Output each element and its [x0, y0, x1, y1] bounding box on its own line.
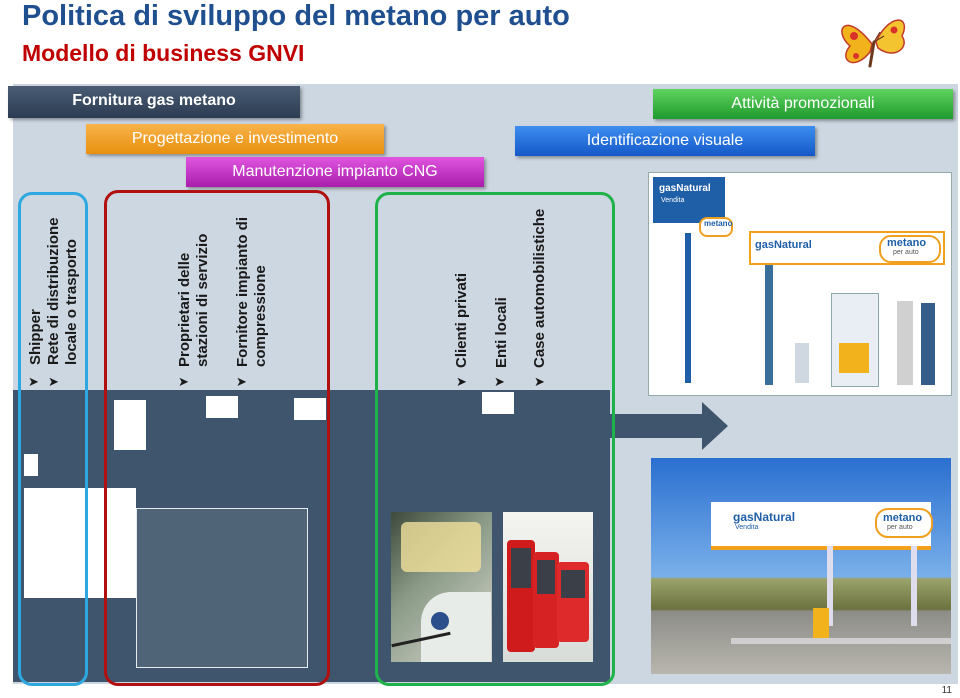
fornitura-gas-bar: Fornitura gas metano: [8, 86, 300, 118]
arrow-bullet-icon: ➤: [236, 374, 247, 389]
arrow-bullet-icon: ➤: [494, 374, 505, 389]
page-title: Politica di sviluppo del metano per auto: [22, 0, 570, 32]
arrow-bullet-icon: ➤: [534, 374, 545, 389]
white-rect: [294, 398, 326, 420]
photo-gasnatural-text: gasNatural: [733, 510, 796, 524]
progettazione-bar: Progettazione e investimento: [86, 124, 384, 154]
white-rect: [114, 400, 146, 450]
rete-label: Rete di distribuzione: [45, 217, 62, 365]
white-rect: [206, 396, 238, 418]
fornitore-label-1: Fornitore impianto di: [234, 217, 251, 367]
photo-metano-text: metano: [883, 512, 923, 524]
manutenzione-bar: Manutenzione impianto CNG: [186, 157, 484, 187]
white-rect: [24, 488, 136, 598]
station-rendering: gasNatural Vendita metano gasNatural met…: [648, 172, 952, 396]
fornitore-label-2: compressione: [252, 265, 269, 367]
brand-metano-small-text: metano: [704, 219, 733, 228]
clienti-label: Clienti privati: [453, 272, 470, 368]
buses-photo: [503, 512, 593, 662]
page-number: 11: [941, 685, 952, 696]
white-rect: [482, 392, 514, 414]
grey-box: [136, 508, 308, 668]
brand-vendita-text: Vendita: [661, 197, 685, 204]
brand-metano-canopy-text: metano: [887, 237, 927, 249]
attivita-promozionali-bar: Attività promozionali: [653, 89, 953, 119]
shipper-label: Shipper: [27, 309, 44, 365]
photo-perauto-text: per auto: [887, 524, 913, 531]
brand-gasnatural-text: gasNatural: [659, 183, 711, 194]
locale-label: locale o trasporto: [63, 239, 80, 365]
car-refuel-photo: [391, 512, 492, 662]
arrow-bullet-icon: ➤: [178, 374, 189, 389]
butterfly-logo-icon: [841, 19, 905, 68]
proprietari-label-2: stazioni di servizio: [194, 233, 211, 367]
green-frame: [375, 192, 615, 686]
proprietari-label-1: Proprietari delle: [176, 252, 193, 367]
brand-perauto-text: per auto: [893, 249, 919, 256]
right-arrow-icon: [610, 402, 728, 450]
arrow-bullet-icon: ➤: [28, 374, 39, 389]
identificazione-visuale-bar: Identificazione visuale: [515, 126, 815, 156]
blue-frame: [18, 192, 88, 686]
photo-vendita-text: Vendita: [735, 524, 759, 531]
case-label: Case automobilistiche: [531, 208, 548, 368]
page-subtitle: Modello di business GNVI: [22, 40, 305, 66]
arrow-bullet-icon: ➤: [48, 374, 59, 389]
station-photo: gasNatural Vendita metano per auto: [651, 458, 951, 674]
red-frame: [104, 190, 330, 686]
enti-label: Enti locali: [493, 297, 510, 368]
brand-gasnatural-canopy-text: gasNatural: [755, 239, 812, 251]
arrow-bullet-icon: ➤: [456, 374, 467, 389]
white-rect: [24, 454, 38, 476]
